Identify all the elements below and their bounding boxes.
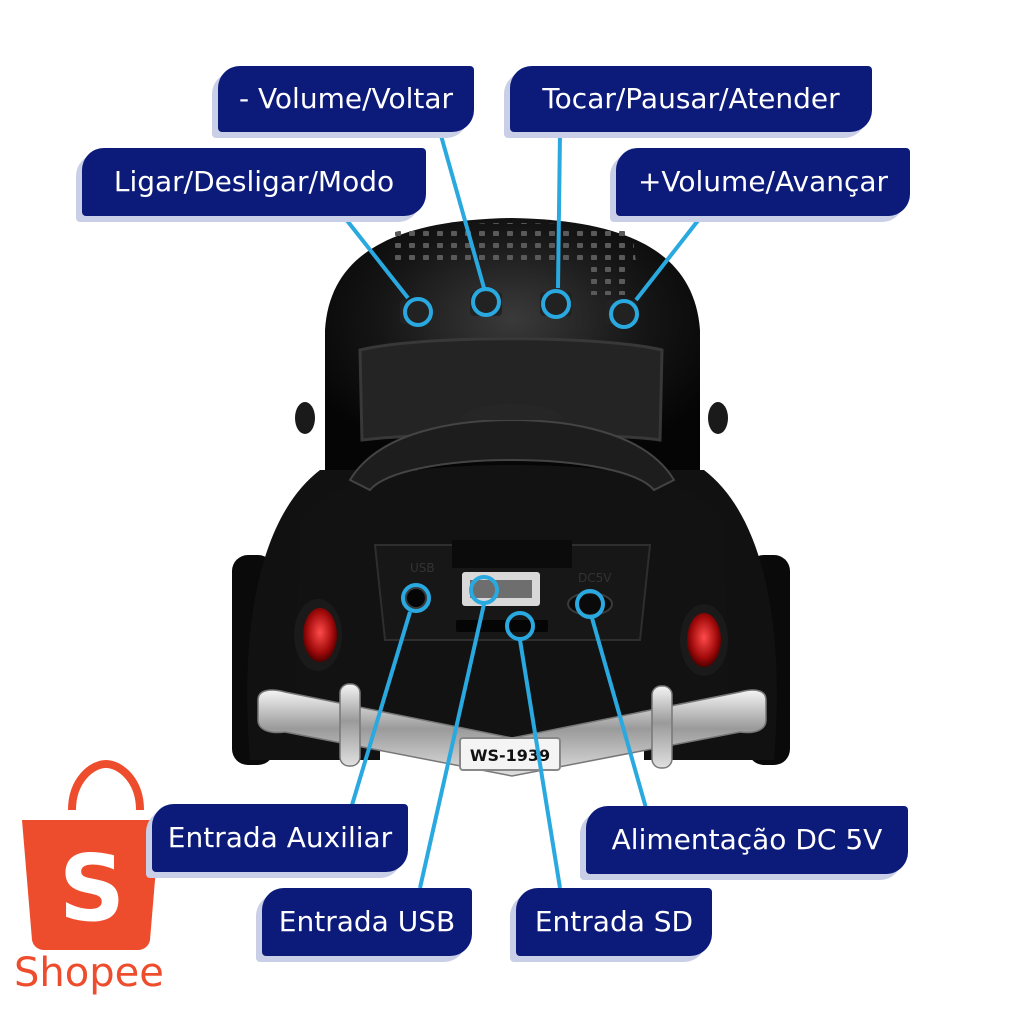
shopee-wordmark: Shopee — [14, 950, 164, 996]
license-plate-text: WS-1939 — [470, 746, 550, 765]
sd-input-label: Entrada SD — [516, 888, 712, 956]
power-dc-label: Alimentação DC 5V — [586, 806, 908, 874]
shopee-logo-letter: S — [59, 835, 125, 942]
volume-plus-label: +Volume/Avançar — [616, 148, 910, 216]
usb-input-label: Entrada USB — [262, 888, 472, 956]
callout-rings — [401, 287, 639, 641]
car-body — [232, 218, 790, 777]
callout-lines — [343, 131, 702, 889]
dc-port-mark: DC5V — [578, 571, 612, 585]
aux-input-label: Entrada Auxiliar — [152, 804, 408, 872]
power-mode-label: Ligar/Desligar/Modo — [82, 148, 426, 216]
usb-port-mark: USB — [410, 561, 435, 575]
play-pause-label: Tocar/Pausar/Atender — [510, 66, 872, 132]
shopee-bag-icon — [22, 759, 160, 950]
volume-minus-label: - Volume/Voltar — [218, 66, 474, 132]
